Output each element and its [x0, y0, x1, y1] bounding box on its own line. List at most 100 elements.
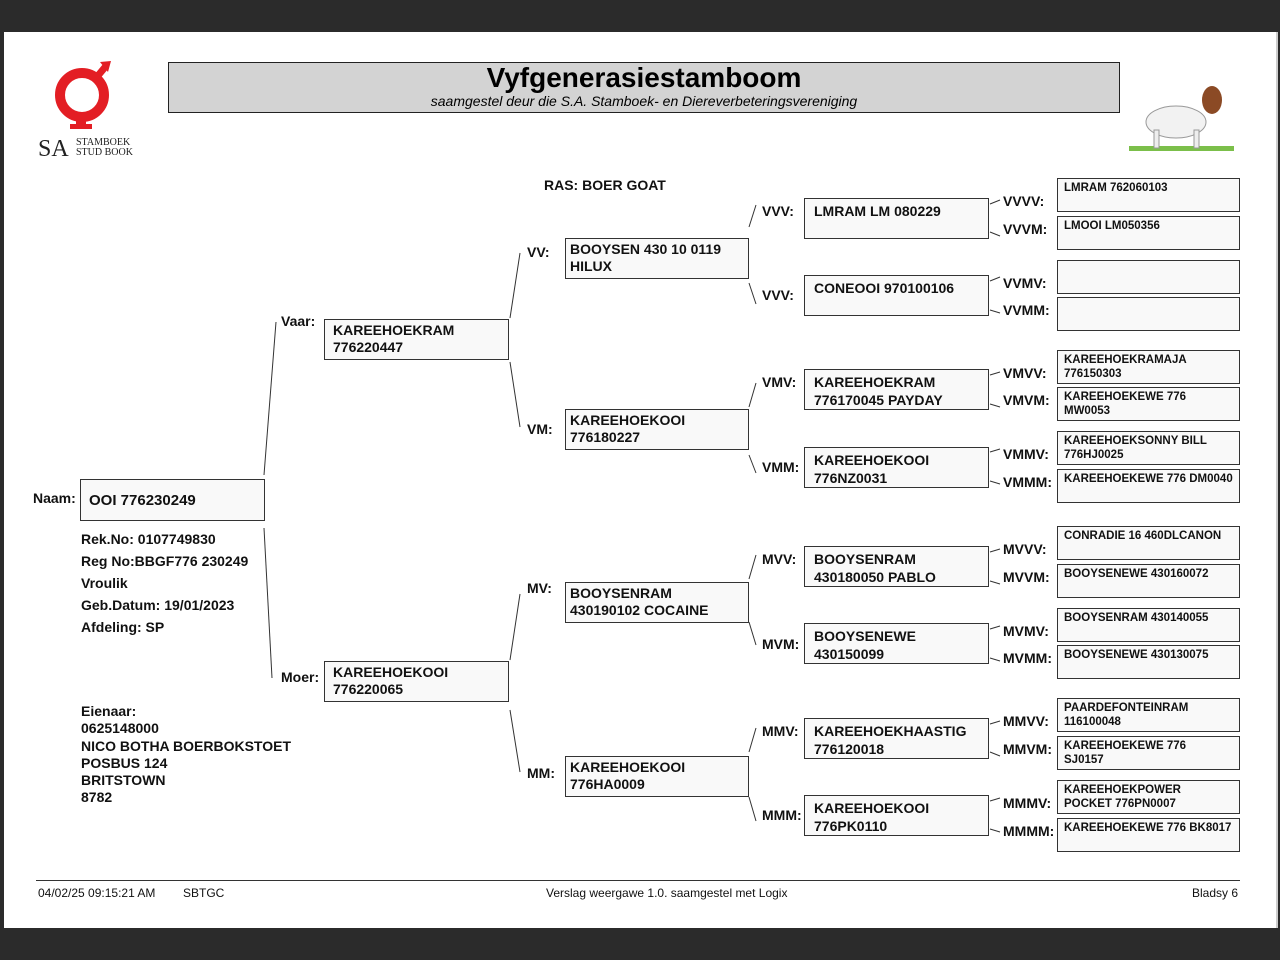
ancestor-name-line: KAREEHOEKOOI	[333, 664, 449, 680]
ancestor-name-line: BOOYSENRAM	[814, 551, 916, 567]
pedigree-label-v: Vaar:	[281, 313, 316, 329]
pedigree-label-vmmv: VMMV:	[1003, 446, 1049, 462]
subject-animal-box[interactable]: OOI 776230249	[80, 479, 265, 521]
sa-stud-book-logo: SA STAMBOEK STUD BOOK	[38, 60, 148, 162]
pedigree-label-vm: VM:	[527, 421, 553, 437]
pedigree-label-vmmm: VMMM:	[1003, 474, 1052, 490]
pedigree-label-mmvv: MMVV:	[1003, 713, 1049, 729]
ancestor-box-mmvv[interactable]: PAARDEFONTEINRAM 116100048	[1057, 698, 1240, 732]
ancestor-name-line: 776120018	[814, 741, 885, 757]
ancestor-name-line: BOOYSENEWE 430130075	[1064, 649, 1209, 661]
ancestor-name-line: CONEOOI 970100106	[814, 280, 955, 296]
page-title: Vyfgenerasiestamboom	[486, 62, 802, 93]
ancestor-box-mmmm[interactable]: KAREEHOEKEWE 776 BK8017	[1057, 818, 1240, 852]
pedigree-connector-lines	[263, 199, 1001, 833]
reg-number: Reg No:BBGF776 230249	[81, 553, 249, 569]
pedigree-label-mvvv: MVVV:	[1003, 541, 1047, 557]
ancestor-name-line: KAREEHOEKRAMAJA	[1064, 354, 1187, 366]
registration-number: Rek.No: 0107749830	[81, 531, 216, 547]
ancestor-name-line: 776170045 PAYDAY	[814, 392, 943, 408]
ancestor-name-line: KAREEHOEKOOI	[814, 800, 930, 816]
ancestor-box-mvvm[interactable]: BOOYSENEWE 430160072	[1057, 564, 1240, 598]
ancestor-box-vvmv[interactable]	[1057, 260, 1240, 294]
ancestor-name-line: BOOYSENRAM	[570, 585, 672, 601]
ancestor-name-line: PAARDEFONTEINRAM	[1064, 702, 1189, 714]
owner-line: BRITSTOWN	[81, 772, 166, 789]
ancestor-box-vvvv[interactable]: LMRAM 762060103	[1057, 178, 1240, 212]
ancestor-box-vvm[interactable]: CONEOOI 970100106	[804, 275, 989, 316]
pedigree-label-vvvm: VVVM:	[1003, 221, 1048, 237]
ancestor-name-line: BOOYSENEWE 430160072	[1064, 568, 1209, 580]
pedigree-label-vvm: VVV:	[762, 287, 794, 303]
ancestor-box-vmmm[interactable]: KAREEHOEKEWE 776 DM0040	[1057, 469, 1240, 503]
ancestor-name-line: KAREEHOEKEWE 776 BK8017	[1064, 822, 1232, 834]
footer-report: Verslag weergawe 1.0. saamgestel met Log…	[546, 886, 788, 900]
ancestor-name-line: 776220447	[333, 339, 404, 355]
pedigree-label-mvv: MVV:	[762, 551, 797, 567]
footer-datetime: 04/02/25 09:15:21 AM	[38, 886, 156, 900]
ancestor-box-mvmm[interactable]: BOOYSENEWE 430130075	[1057, 645, 1240, 679]
owner-line: POSBUS 124	[81, 754, 168, 771]
pedigree-label-mvvm: MVVM:	[1003, 569, 1050, 585]
ancestor-name-line: 776220065	[333, 681, 404, 697]
pedigree-label-mvmv: MVMV:	[1003, 623, 1049, 639]
ancestor-name-line: LMRAM LM 080229	[814, 203, 941, 219]
ancestor-name-line: 116100048	[1064, 716, 1121, 728]
ancestor-box-mvvv[interactable]: CONRADIE 16 460DLCANON	[1057, 526, 1240, 560]
ancestor-box-mvmv[interactable]: BOOYSENRAM 430140055	[1057, 608, 1240, 642]
subject-name: OOI 776230249	[89, 492, 196, 509]
name-label: Naam:	[33, 490, 76, 506]
pedigree-label-mmvm: MMVM:	[1003, 741, 1052, 757]
ancestor-name-line: 776HJ0025	[1064, 449, 1124, 461]
ancestor-box-vvvm[interactable]: LMOOI LM050356	[1057, 216, 1240, 250]
ancestor-name-line: HILUX	[570, 258, 612, 274]
footer-page-number: Bladsy 6	[1192, 886, 1239, 900]
ancestor-box-vvmm[interactable]	[1057, 297, 1240, 331]
ancestor-name-line: 776HA0009	[570, 776, 645, 792]
owner-label: Eienaar:	[81, 703, 137, 719]
footer-code: SBTGC	[183, 886, 225, 900]
pedigree-label-vvvv: VVVV:	[1003, 193, 1045, 209]
owner-line: 0625148000	[81, 720, 159, 737]
ancestor-box-vmv[interactable]: KAREEHOEKRAM 776170045 PAYDAY	[804, 369, 989, 410]
pedigree-label-mv: MV:	[527, 580, 552, 596]
ancestor-name-line: MW0053	[1064, 405, 1111, 417]
owner-details: Eienaar: 0625148000 NICO BOTHA BOERBOKST…	[81, 703, 291, 807]
ancestor-name-line: KAREEHOEKRAM	[814, 374, 936, 390]
pedigree-label-mmmv: MMMV:	[1003, 795, 1052, 811]
svg-text:STUD BOOK: STUD BOOK	[76, 147, 134, 158]
ancestor-box-vvv[interactable]: LMRAM LM 080229	[804, 198, 989, 239]
svg-text:SA: SA	[38, 136, 69, 160]
ancestor-name-line: LMRAM 762060103	[1064, 182, 1168, 194]
pedigree-label-vvmm: VVMM:	[1003, 302, 1050, 318]
pedigree-label-vvmv: VVMV:	[1003, 275, 1047, 291]
owner-line: 8782	[81, 789, 113, 806]
pedigree-label-mmv: MMV:	[762, 723, 799, 739]
sex: Vroulik	[81, 575, 128, 591]
page-subtitle: saamgestel deur die S.A. Stamboek- en Di…	[430, 93, 858, 109]
pedigree-label-vv: VV:	[527, 244, 550, 260]
ancestor-name-line: KAREEHOEKOOI	[570, 759, 686, 775]
pedigree-label-vmm: VMM:	[762, 459, 800, 475]
document-page: SA STAMBOEK STUD BOOK Vyfgenerasiestambo…	[4, 32, 1278, 928]
ancestor-name-line: 776180227	[570, 429, 641, 445]
goat-illustration	[1124, 70, 1239, 155]
pedigree-label-mvmm: MVMM:	[1003, 650, 1052, 666]
pedigree-label-vmvm: VMVM:	[1003, 392, 1050, 408]
